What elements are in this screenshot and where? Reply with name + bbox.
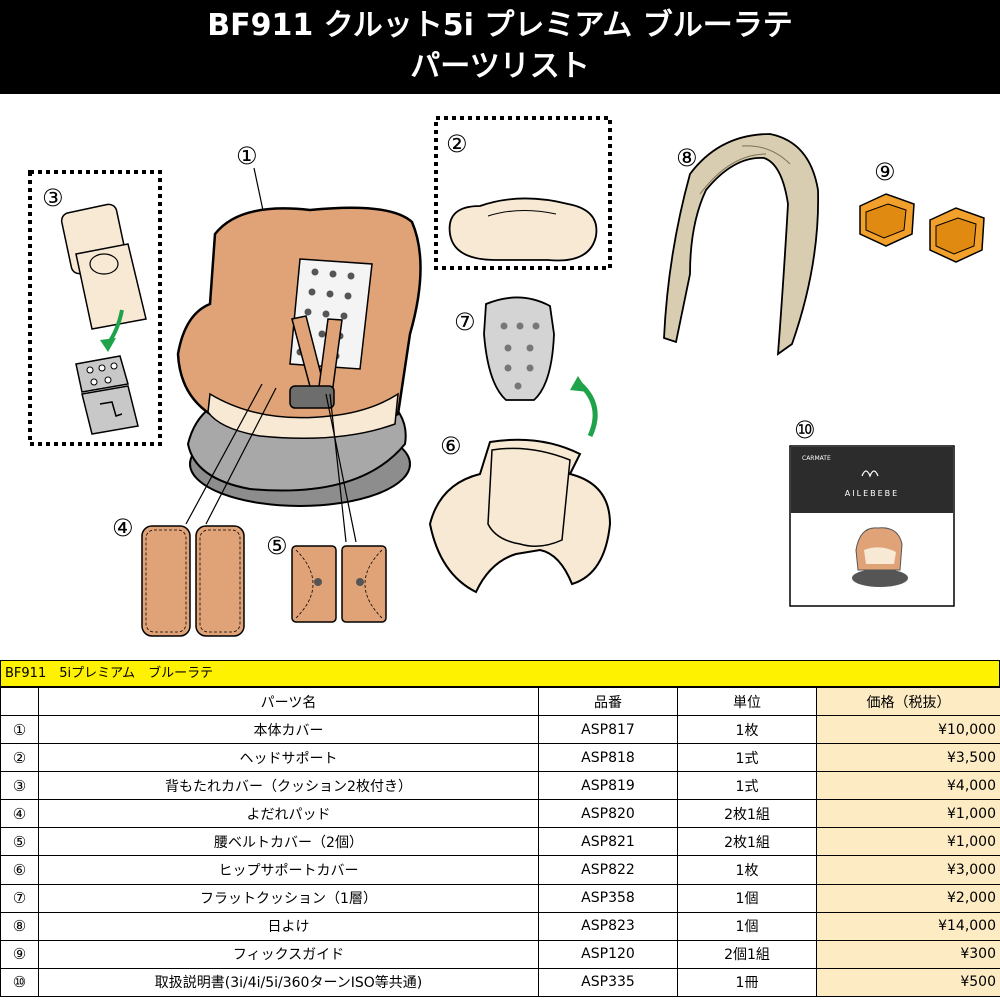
row-price: ¥500 bbox=[816, 967, 1000, 997]
part-4-bib-pads: ④ bbox=[112, 383, 277, 637]
label-4: ④ bbox=[112, 514, 134, 542]
label-6: ⑥ bbox=[440, 432, 462, 460]
row-price: ¥4,000 bbox=[816, 771, 1000, 801]
label-10: ⑩ bbox=[794, 416, 816, 444]
row-name: ヘッドサポート bbox=[38, 743, 539, 773]
header-price: 価格（税抜） bbox=[816, 687, 1000, 716]
row-name: 腰ベルトカバー（2個） bbox=[38, 827, 539, 857]
row-code: ASP822 bbox=[538, 855, 678, 885]
row-no: ① bbox=[0, 714, 39, 745]
row-name: 背もたれカバー（クッション2枚付き） bbox=[38, 771, 539, 801]
part-7-flat-cushion: ⑦ bbox=[454, 296, 598, 438]
part-9-fix-guide: ⑨ bbox=[859, 158, 985, 263]
row-unit: 2枚1組 bbox=[677, 799, 817, 829]
table-row: ⑨ フィックスガイド ASP120 2個1組 ¥300 bbox=[0, 939, 1000, 969]
part-8-canopy: ⑧ bbox=[663, 133, 820, 356]
header-unit: 単位 bbox=[677, 687, 817, 716]
row-name: フラットクッション（1層） bbox=[38, 883, 539, 913]
part-1-seat-cover: ① bbox=[176, 142, 422, 507]
label-9: ⑨ bbox=[874, 158, 896, 186]
row-code: ASP120 bbox=[538, 939, 678, 969]
table-title: BF911 5iプレミアム ブルーラテ bbox=[0, 660, 1000, 687]
row-code: ASP823 bbox=[538, 911, 678, 941]
row-code: ASP817 bbox=[538, 714, 678, 745]
table-row: ① 本体カバー ASP817 1枚 ¥10,000 bbox=[0, 714, 1000, 745]
row-name: 本体カバー bbox=[38, 714, 539, 745]
parts-table: パーツ名 品番 単位 価格（税抜） ① 本体カバー ASP817 1枚 ¥10,… bbox=[0, 687, 1000, 997]
table-header-row: パーツ名 品番 単位 価格（税抜） bbox=[0, 687, 1000, 716]
header-no bbox=[0, 687, 39, 716]
row-no: ④ bbox=[0, 799, 39, 829]
table-row: ⑤ 腰ベルトカバー（2個） ASP821 2枚1組 ¥1,000 bbox=[0, 827, 1000, 857]
row-name: よだれパッド bbox=[38, 799, 539, 829]
header-code: 品番 bbox=[538, 687, 678, 716]
manual-title: AILEBEBE bbox=[845, 489, 899, 498]
label-8: ⑧ bbox=[676, 144, 698, 172]
row-unit: 1冊 bbox=[677, 967, 817, 997]
page-title: BF911 クルット5i プレミアム ブルーラテ bbox=[207, 8, 793, 43]
row-unit: 2枚1組 bbox=[677, 827, 817, 857]
row-unit: 1個 bbox=[677, 911, 817, 941]
part-2-head-support: ② bbox=[434, 116, 612, 270]
row-unit: 1枚 bbox=[677, 714, 817, 745]
page-header: BF911 クルット5i プレミアム ブルーラテ パーツリスト bbox=[0, 0, 1000, 94]
row-code: ASP819 bbox=[538, 771, 678, 801]
table-row: ② ヘッドサポート ASP818 1式 ¥3,500 bbox=[0, 743, 1000, 773]
row-unit: 2個1組 bbox=[677, 939, 817, 969]
row-no: ⑨ bbox=[0, 939, 39, 969]
row-name: ヒップサポートカバー bbox=[38, 855, 539, 885]
row-no: ② bbox=[0, 743, 39, 773]
label-3: ③ bbox=[42, 184, 64, 212]
row-price: ¥10,000 bbox=[816, 714, 1000, 745]
row-no: ⑦ bbox=[0, 883, 39, 913]
parts-table-section: BF911 5iプレミアム ブルーラテ パーツ名 品番 単位 価格（税抜） ① … bbox=[0, 660, 1000, 1000]
part-3-back-cover: ③ bbox=[28, 170, 162, 446]
row-no: ③ bbox=[0, 771, 39, 801]
table-row: ③ 背もたれカバー（クッション2枚付き） ASP819 1式 ¥4,000 bbox=[0, 771, 1000, 801]
part-6-hip-support-cover: ⑥ bbox=[428, 432, 612, 594]
row-unit: 1式 bbox=[677, 771, 817, 801]
row-price: ¥14,000 bbox=[816, 911, 1000, 941]
row-name: 取扱説明書(3i/4i/5i/360ターンISO等共通) bbox=[38, 967, 539, 997]
row-no: ⑤ bbox=[0, 827, 39, 857]
row-code: ASP820 bbox=[538, 799, 678, 829]
part-5-waist-belt-covers: ⑤ bbox=[266, 393, 387, 623]
page-subtitle: パーツリスト bbox=[410, 49, 590, 84]
row-code: ASP821 bbox=[538, 827, 678, 857]
part-10-manual: ⑩ CARMATE AILEBEBE bbox=[789, 416, 955, 607]
label-7: ⑦ bbox=[454, 308, 476, 336]
table-row: ④ よだれパッド ASP820 2枚1組 ¥1,000 bbox=[0, 799, 1000, 829]
label-1: ① bbox=[236, 142, 258, 170]
label-5: ⑤ bbox=[266, 532, 288, 560]
row-price: ¥300 bbox=[816, 939, 1000, 969]
row-unit: 1枚 bbox=[677, 855, 817, 885]
row-name: 日よけ bbox=[38, 911, 539, 941]
row-price: ¥1,000 bbox=[816, 827, 1000, 857]
table-row: ⑦ フラットクッション（1層） ASP358 1個 ¥2,000 bbox=[0, 883, 1000, 913]
table-row: ⑥ ヒップサポートカバー ASP822 1枚 ¥3,000 bbox=[0, 855, 1000, 885]
label-2: ② bbox=[446, 130, 468, 158]
row-price: ¥2,000 bbox=[816, 883, 1000, 913]
row-price: ¥3,500 bbox=[816, 743, 1000, 773]
row-price: ¥3,000 bbox=[816, 855, 1000, 885]
table-row: ⑧ 日よけ ASP823 1個 ¥14,000 bbox=[0, 911, 1000, 941]
parts-illustration: ③ ① ② bbox=[28, 116, 985, 637]
row-code: ASP818 bbox=[538, 743, 678, 773]
row-unit: 1個 bbox=[677, 883, 817, 913]
header-name: パーツ名 bbox=[38, 687, 539, 716]
manual-brand: CARMATE bbox=[802, 455, 831, 462]
row-unit: 1式 bbox=[677, 743, 817, 773]
row-no: ⑥ bbox=[0, 855, 39, 885]
row-price: ¥1,000 bbox=[816, 799, 1000, 829]
row-code: ASP335 bbox=[538, 967, 678, 997]
row-code: ASP358 bbox=[538, 883, 678, 913]
table-row: ⑩ 取扱説明書(3i/4i/5i/360ターンISO等共通) ASP335 1冊… bbox=[0, 967, 1000, 997]
row-name: フィックスガイド bbox=[38, 939, 539, 969]
row-no: ⑧ bbox=[0, 911, 39, 941]
row-no: ⑩ bbox=[0, 967, 39, 997]
